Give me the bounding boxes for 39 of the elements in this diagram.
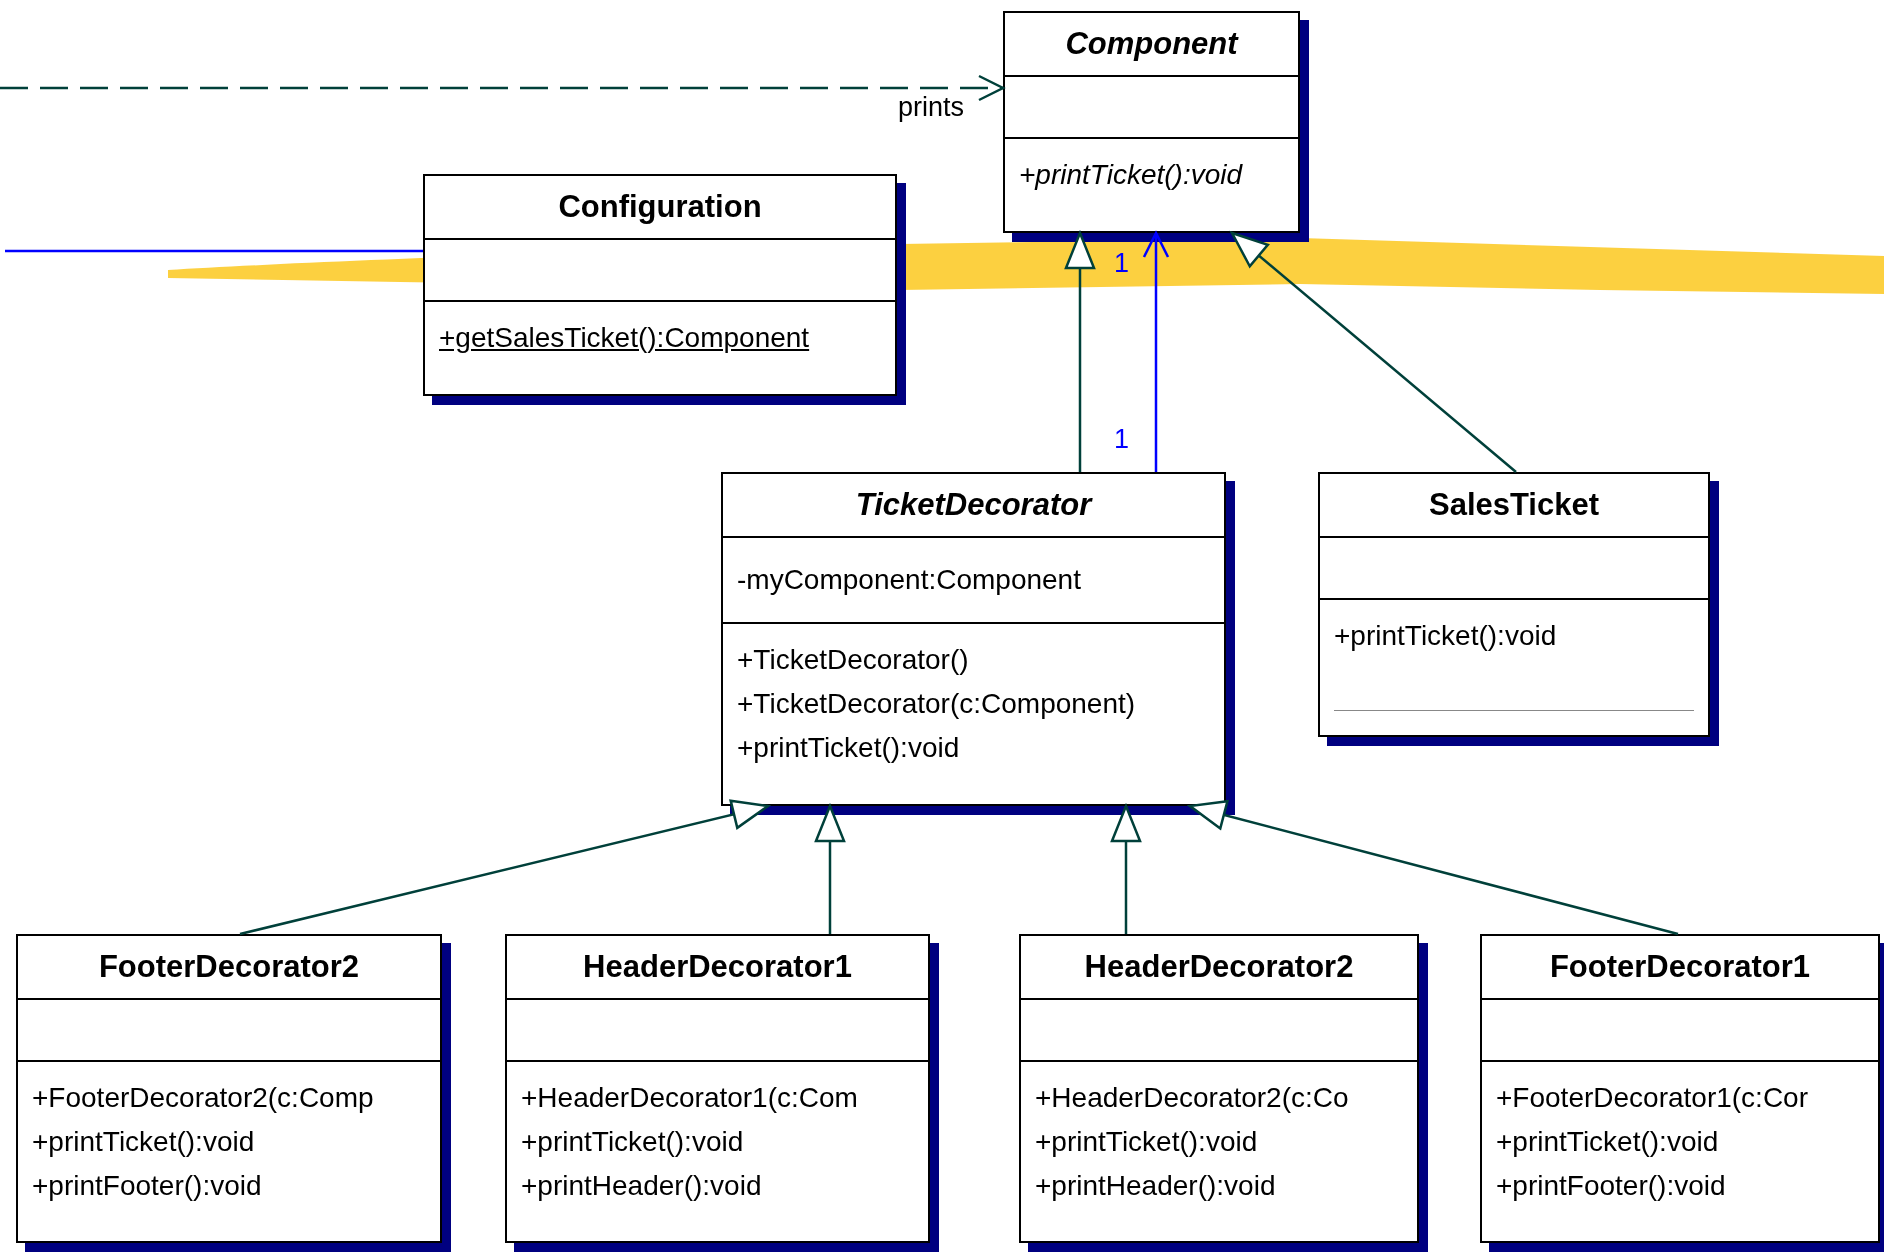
operation-text: +HeaderDecorator1(c:Com: [521, 1081, 858, 1115]
association-line: [5, 249, 423, 253]
operation-text: +TicketDecorator(c:Component): [737, 687, 1136, 721]
operation-text: +printHeader():void: [1035, 1169, 1276, 1203]
class-name: SalesTicket: [1428, 487, 1599, 523]
generalization-arrow: [1188, 800, 1679, 936]
operation-text: +FooterDecorator2(c:Comp: [32, 1081, 374, 1115]
operation-text: +printTicket():void: [1496, 1125, 1719, 1159]
operation-text: +printTicket():void: [1019, 158, 1243, 192]
operation-text: +printHeader():void: [521, 1169, 762, 1203]
operation-text: +printTicket():void: [1334, 619, 1557, 653]
generalization-arrow: [1230, 231, 1517, 473]
class-name: FooterDecorator2: [98, 949, 360, 985]
operation-text: +printTicket():void: [737, 731, 960, 765]
class-name: Component: [1065, 26, 1238, 62]
class-name: HeaderDecorator1: [583, 949, 852, 985]
operation-text: +printFooter():void: [32, 1169, 262, 1203]
operation-text: +TicketDecorator(): [737, 643, 969, 677]
operation-text: +printTicket():void: [32, 1125, 255, 1159]
attribute-text: -myComponent:Component: [737, 563, 1081, 597]
operation-text: +HeaderDecorator2(c:Co: [1035, 1081, 1349, 1115]
class-name: FooterDecorator1: [1549, 949, 1811, 985]
generalization-arrow: [239, 799, 770, 936]
dependency-arrow: [0, 74, 1005, 102]
generalization-arrow: [814, 804, 846, 934]
generalization-arrow: [1110, 804, 1142, 934]
operation-text: +printTicket():void: [1035, 1125, 1258, 1159]
multiplicity-label: 1: [1114, 248, 1130, 279]
class-name: TicketDecorator: [855, 487, 1092, 523]
association-arrow: [1142, 231, 1170, 472]
operation-text: +getSalesTicket():Component: [439, 321, 810, 355]
generalization-arrow: [1064, 231, 1096, 472]
operation-text: +FooterDecorator1(c:Cor: [1496, 1081, 1808, 1115]
edge-label: prints: [898, 92, 965, 123]
operation-text: +printFooter():void: [1496, 1169, 1726, 1203]
multiplicity-label: 1: [1114, 424, 1130, 455]
operation-text: +printTicket():void: [521, 1125, 744, 1159]
class-name: HeaderDecorator2: [1084, 949, 1354, 985]
class-name: Configuration: [558, 189, 762, 225]
